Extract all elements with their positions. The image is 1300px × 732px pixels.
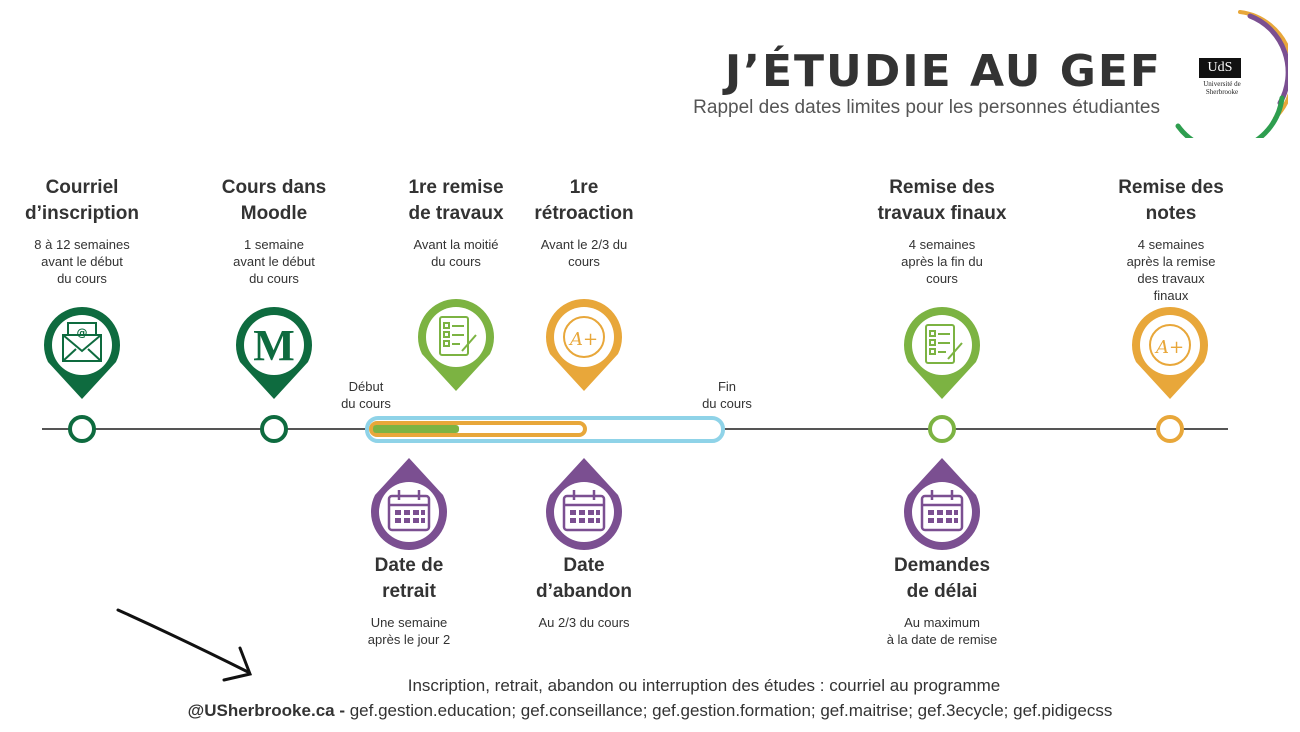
event-desc-abandon: Au 2/3 du cours [538, 615, 630, 630]
svg-text:@: @ [77, 326, 88, 339]
pin-calendar-abandon [546, 458, 622, 550]
page-title: J’ÉTUDIE AU GEF [724, 46, 1162, 97]
pin-calendar-delai [904, 458, 980, 550]
pin-grade-1 [546, 299, 622, 391]
email-icon [62, 322, 102, 362]
checklist-icon [439, 316, 477, 356]
footer-emails: @USherbrooke.ca - gef.gestion.education;… [0, 701, 1300, 721]
pin-checklist-2 [904, 307, 980, 399]
pin-moodle [235, 307, 312, 399]
grade-icon [1149, 324, 1191, 366]
email-domain: @USherbrooke.ca - [187, 701, 345, 720]
page-subtitle: Rappel des dates limites pour les person… [693, 97, 1160, 118]
calendar-icon [562, 490, 606, 532]
calendar-icon [387, 490, 431, 532]
uds-logo: UdS [1199, 58, 1241, 78]
timeline-marker-travaux-finaux [928, 415, 956, 443]
footer-note: Inscription, retrait, abandon ou interru… [407, 676, 1001, 695]
uds-logo-arcs [1175, 10, 1288, 138]
arrow-icon [116, 608, 253, 682]
checklist-icon [925, 324, 963, 364]
grade-icon [563, 316, 605, 358]
pin-calendar-retrait [371, 458, 447, 550]
pin-checklist-1 [418, 299, 494, 391]
uds-logo-caption: Université de Sherbrooke [1203, 80, 1241, 96]
grade-icon-label: A+ [568, 329, 598, 350]
timeline-marker-inscription [68, 415, 96, 443]
timeline-marker-moodle [260, 415, 288, 443]
timeline-marker-notes [1156, 415, 1184, 443]
email-list: gef.gestion.education; gef.conseillance;… [349, 701, 1113, 720]
pin-email: @ [43, 307, 120, 399]
moodle-icon: M [253, 321, 295, 370]
grade-icon-label: A+ [1154, 337, 1184, 358]
calendar-icon [920, 490, 964, 532]
progress-bar-fill [373, 425, 459, 433]
pin-grade-2 [1132, 307, 1208, 399]
